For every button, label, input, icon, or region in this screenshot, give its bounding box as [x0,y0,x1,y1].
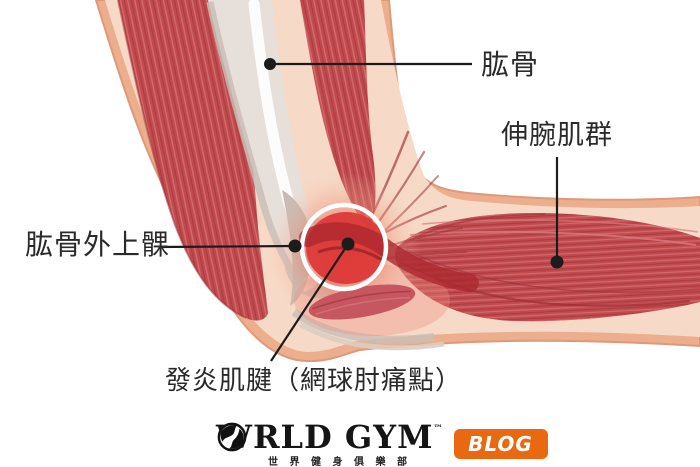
trademark-symbol: ™ [433,424,444,434]
forearm-extensor-muscle [395,212,700,322]
leader-lines [158,58,564,362]
globe-icon [217,422,247,452]
world-gym-blog-logo: W RLD GYM ™ 世界健身俱樂部 BLOG [216,418,548,467]
brand-subtitle-chinese: 世界健身俱樂部 [268,457,419,467]
label-wrist-extensors: 伸腕肌群 [501,120,613,150]
anconeus-muscle [308,284,416,320]
world-gym-logotype: W RLD GYM ™ 世界健身俱樂部 [216,418,444,467]
label-inflamed-tendon: 發炎肌腱（網球肘痛點） [165,365,463,395]
label-humerus: 肱骨 [481,49,540,80]
brand-rest: RLD GYM [252,418,434,456]
pain-point-ring [299,202,389,292]
label-lateral-epicondyle: 肱骨外上髁 [25,229,171,260]
ulna-arcs [291,308,445,351]
brand-wordmark: W RLD GYM ™ [216,418,444,456]
blog-badge: BLOG [453,429,548,459]
